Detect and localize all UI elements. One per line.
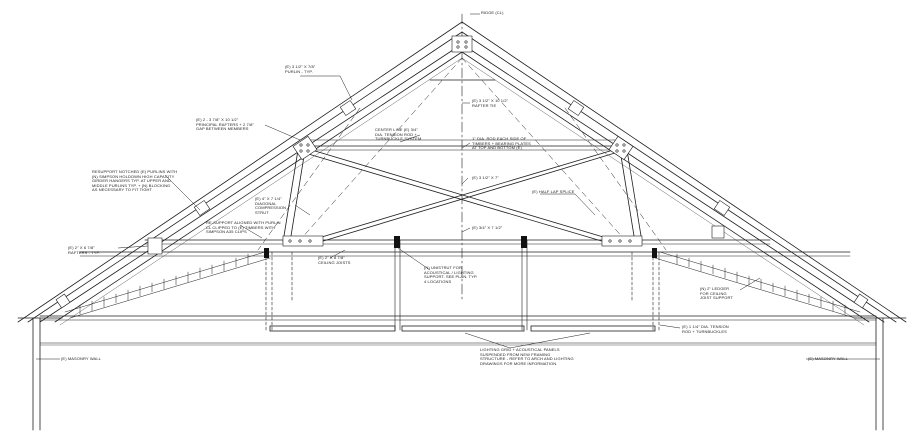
note-line: (E) 3 1/2" X 7": [472, 175, 499, 180]
note-line: GIRDER HANGERS TYP. AT UPPER AND: [92, 178, 171, 184]
note-line: PURLIN - TYP.: [285, 68, 313, 74]
note-line: (N) SIMPSON HOLDOWN HIGH CAPACITY: [92, 173, 175, 179]
note-line: CENTER LINE (E) 3/4": [375, 127, 418, 132]
note-line: STRUT: [255, 209, 269, 215]
note-line: SUPPORT. SEE PLAN. TYP.: [424, 274, 478, 280]
note-line: RAFTERS - TYP.: [68, 249, 100, 255]
eave-block-right: [853, 293, 869, 309]
note-principal-rafters: (E) 2 - 3 7/8" X 10 1/2" PRINCIPAL RAFTE…: [196, 117, 254, 132]
note-line: COMPRESSION: [255, 205, 287, 211]
note-line: (E) MASONRY WALL: [808, 356, 848, 361]
note-line: MIDDLE PURLINS TYP. + (N) BLOCKING: [92, 182, 171, 188]
note-line: (E) 2" X 6 7/8": [68, 245, 95, 250]
note-line: AT TOP AND BOTTOM (E): [472, 145, 522, 151]
note-lighting-grid: LIGHTING GRID + ACOUSTICAL PANELS SUSPEN…: [480, 347, 574, 366]
note-line: (E) MASONRY WALL: [61, 356, 101, 361]
plate-ridge: [451, 35, 473, 53]
note-line: CL CLIPPED TO (E) TIMBERS WITH: [206, 224, 276, 230]
truss-web-members: [257, 57, 667, 251]
note-member-e-left: (E) 3/4" X 7 1/2": [472, 225, 503, 231]
rafter-tie-bracket-right: [711, 225, 725, 239]
purlin-hanger-right-upper: [567, 100, 585, 116]
note-ceiling-joists: (E) 2" X 8 7/8" CEILING JOISTS: [318, 255, 351, 265]
note-masonry-left: (E) MASONRY WALL: [61, 356, 101, 362]
note-line: 1" DIA. ROD EACH SIDE OF: [472, 136, 527, 141]
note-line: (E) 2 - 3 7/8" X 10 1/2": [196, 117, 239, 122]
plate-left-upper: [292, 135, 318, 161]
note-masonry-right: (E) MASONRY WALL: [808, 356, 848, 362]
note-purlin-typ: (E) 3 1/2" X 7/8" PURLIN - TYP.: [285, 64, 316, 74]
note-line: (N) UNISTRUT FOR: [424, 265, 462, 270]
note-strut-small: (E) 3 1/2" X 7": [472, 175, 499, 181]
unistrut-hangers: [265, 239, 660, 331]
note-line: DIAGONAL: [255, 200, 277, 206]
rafter-hatch-right: [654, 251, 861, 319]
note-resupport: RESUPPORT NOTCHED (E) PURLINS WITH (N) S…: [92, 169, 178, 193]
note-unistrut: (N) UNISTRUT FOR ACOUSTICAL / LIGHTING S…: [424, 265, 478, 284]
purlin-hanger-left-lower: [193, 200, 211, 216]
note-line: RIDGE (CL): [481, 10, 504, 15]
note-line: TIMBERS + BEARING PLATES: [472, 140, 531, 146]
note-line: (E) 3 1/2" X 7/8": [285, 64, 316, 69]
plate-right-lower: [601, 235, 643, 247]
note-line: (E) 1 1/4" DIA. TENSION: [682, 324, 729, 329]
note-line: GAP BETWEEN MEMBERS: [196, 126, 249, 132]
note-line: (N) 2" LEDGER: [700, 286, 730, 291]
masonry-wall-right: [854, 317, 907, 431]
note-line: (E) 3/4" X 7 1/2": [472, 225, 503, 230]
note-line: JOIST SUPPORT: [700, 295, 733, 301]
note-rod-each-side: 1" DIA. ROD EACH SIDE OF TIMBERS + BEARI…: [472, 136, 531, 151]
masonry-wall-left: [17, 317, 63, 431]
note-line: RAFTER TIE: [472, 102, 497, 108]
note-line: DRAWINGS FOR MORE INFORMATION.: [480, 360, 558, 366]
note-line: (E) 3 1/2" X 10 1/2": [472, 98, 509, 103]
purlin-hanger-left-upper: [339, 100, 357, 116]
note-line: STRUCTURE - REFER TO ARCH AND LIGHTING: [480, 356, 574, 362]
note-line: TURNBUCKLE SYSTEM: [375, 136, 422, 142]
note-ledger: (N) 2" LEDGER FOR CEILING JOIST SUPPORT: [700, 286, 733, 301]
note-line: (E) 2" X 8 7/8": [318, 255, 345, 260]
note-line: SIMPSON A35 CLIPS: [206, 229, 247, 235]
roof-slope-right: [461, 21, 907, 326]
note-rafter-tie: (E) 3 1/2" X 10 1/2" RAFTER TIE: [472, 98, 509, 108]
note-re-support-purlin: RE-SUPPORT ALIGNED WITH PURLIN CL CLIPPE…: [206, 220, 281, 235]
note-line: PRINCIPAL RAFTERS + 2 7/8": [196, 121, 254, 127]
note-line: LIGHTING GRID + ACOUSTICAL PANELS: [480, 347, 560, 352]
lighting-grid-panels: [269, 325, 656, 332]
note-line: CEILING JOISTS: [318, 259, 351, 265]
note-line: DIA. TENSION ROD +: [375, 131, 417, 137]
note-line: ACOUSTICAL / LIGHTING: [424, 269, 474, 275]
rafter-hatch-left: [64, 251, 271, 319]
note-line: ROD + TURNBUCKLES: [682, 328, 727, 334]
note-line: RESUPPORT NOTCHED (E) PURLINS WITH: [92, 169, 178, 174]
note-line: (E) HALF LAP SPLICE: [532, 189, 575, 194]
ceiling-joist-line: [79, 239, 851, 257]
note-line: (E) 4" X 7 1/4": [255, 196, 282, 201]
hanger-blocks: [264, 236, 657, 258]
note-line: SUSPENDED FROM NEW FRAMING: [480, 351, 551, 357]
eave-block-left: [55, 293, 71, 309]
plate-right-upper: [608, 135, 634, 161]
note-rafters-typ: (E) 2" X 6 7/8" RAFTERS - TYP.: [68, 245, 100, 255]
purlin-hanger-right-lower: [713, 200, 731, 216]
note-tension-rod-center: CENTER LINE (E) 3/4" DIA. TENSION ROD + …: [375, 127, 422, 142]
note-half-lap: (E) HALF LAP SPLICE: [532, 189, 575, 195]
note-diagonal-strut: (E) 4" X 7 1/4" DIAGONAL COMPRESSION STR…: [255, 196, 287, 215]
connection-plates: [55, 35, 869, 309]
note-line: AS NECESSARY TO FIT TIGHT: [92, 187, 153, 193]
note-line: FOR CEILING: [700, 290, 727, 296]
note-ridge: RIDGE (CL): [481, 10, 504, 16]
roof-slope-left: [17, 21, 463, 326]
plate-left-lower: [282, 235, 324, 247]
note-tension-rod-bottom: (E) 1 1/4" DIA. TENSION ROD + TURNBUCKLE…: [682, 324, 729, 334]
note-line: 4 LOCATIONS: [424, 278, 452, 284]
leader-lines: [36, 13, 880, 360]
rafter-tie-bracket-left: [147, 237, 163, 255]
note-line: RE-SUPPORT ALIGNED WITH PURLIN: [206, 220, 281, 225]
bottom-chord: [39, 315, 877, 346]
